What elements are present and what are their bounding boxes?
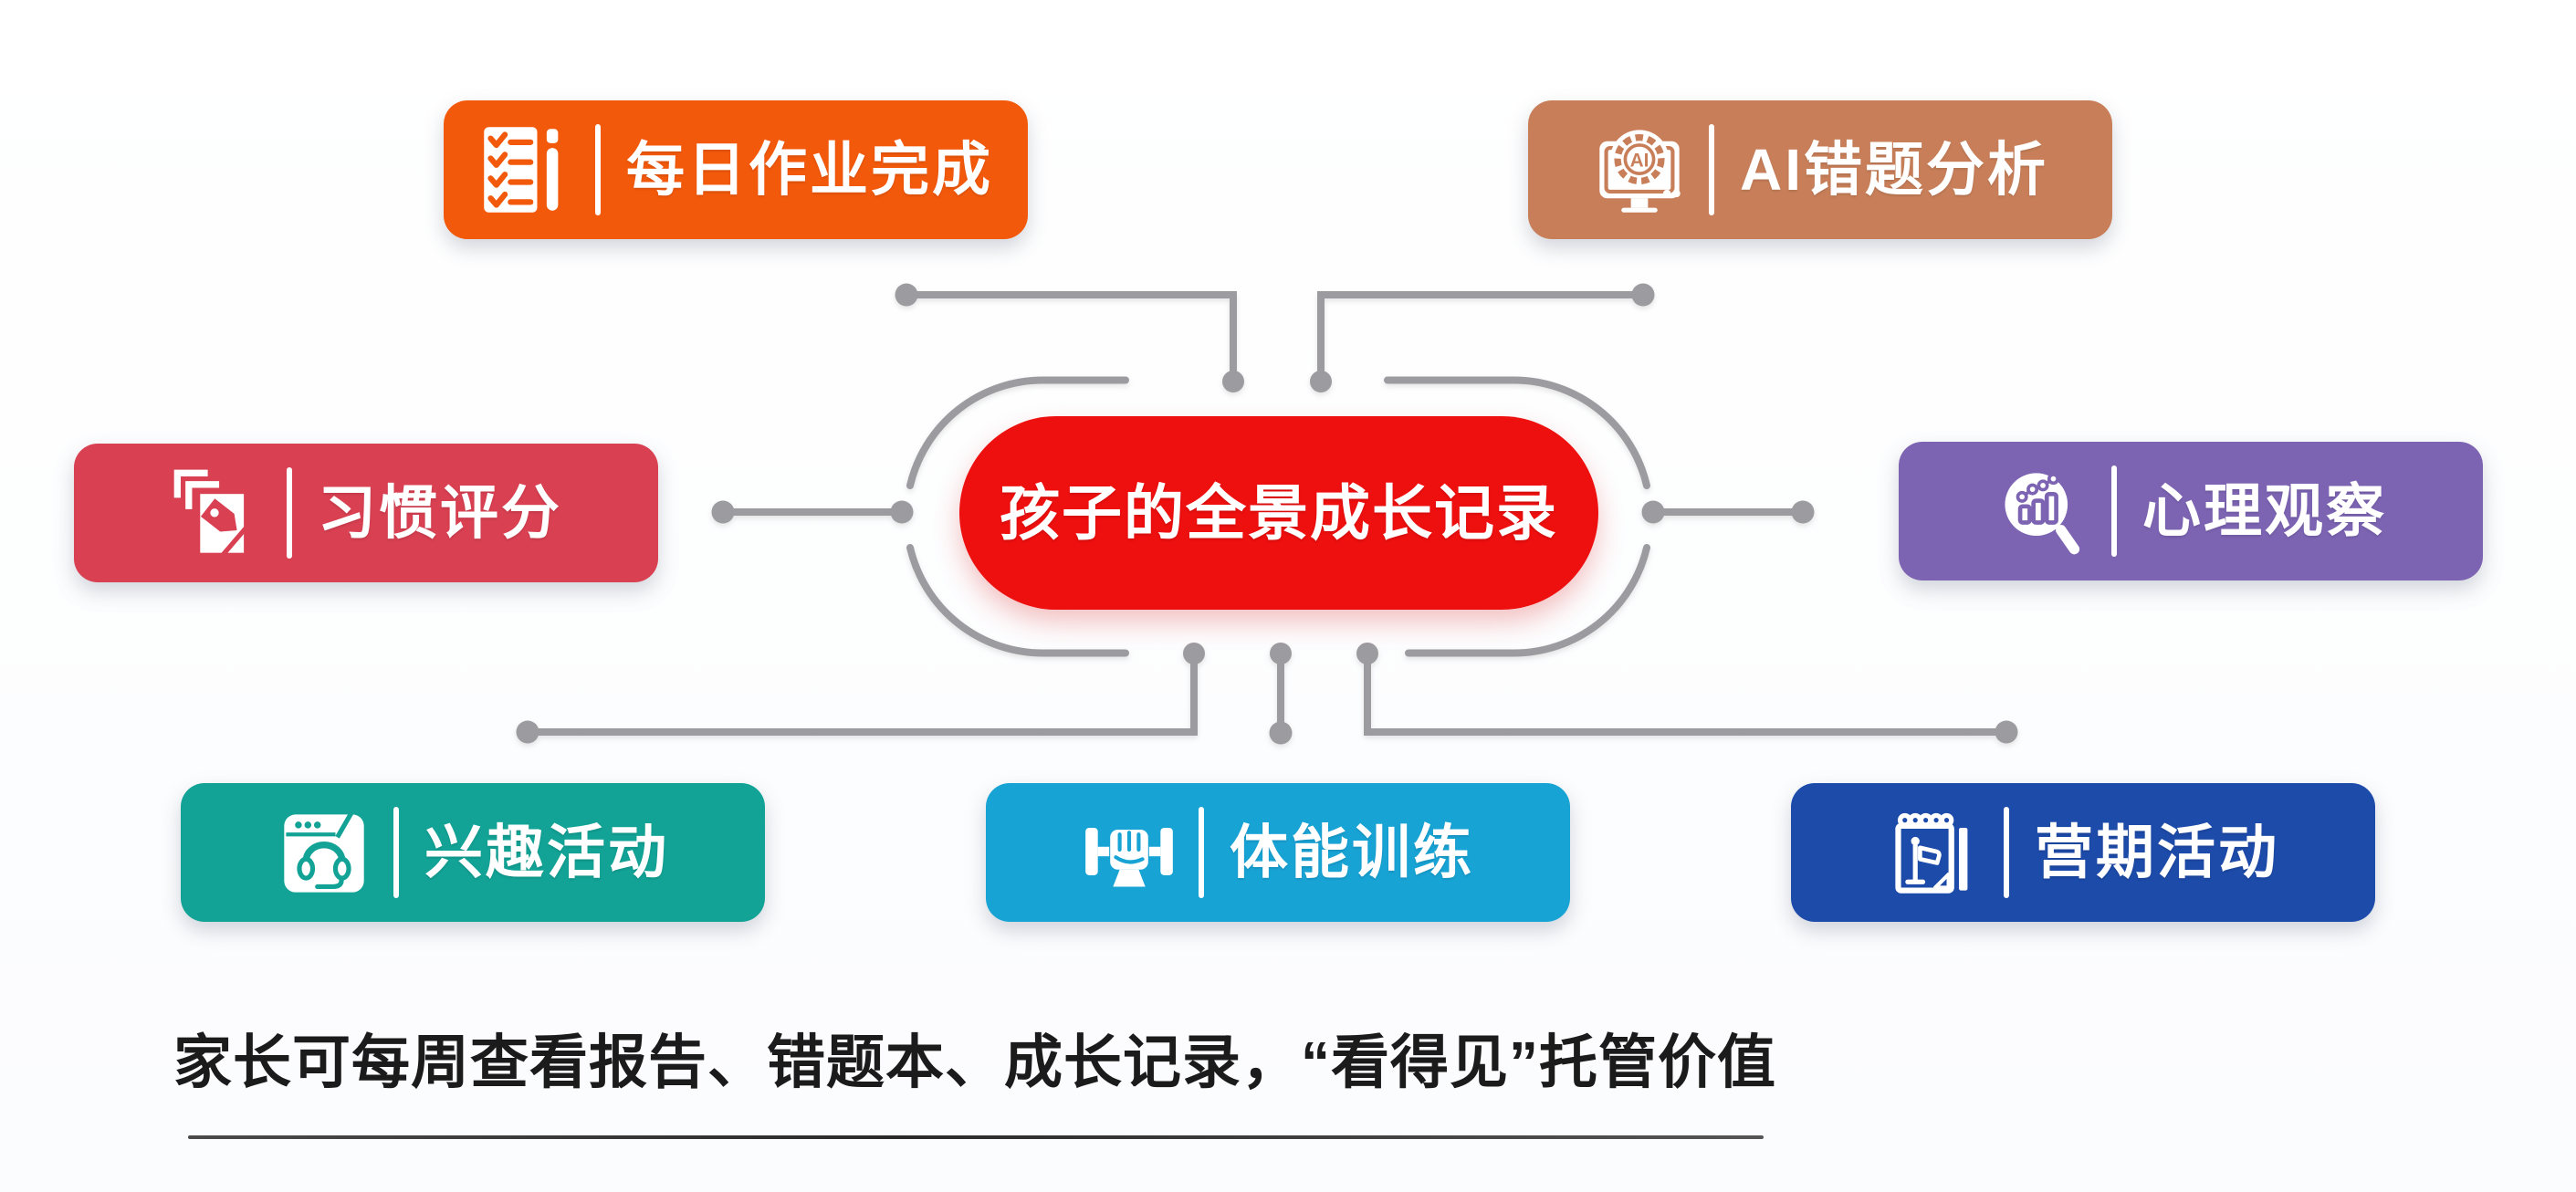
node-label: AI错题分析 [1740,137,2048,203]
flag-calendar-icon [1887,805,1982,900]
node-divider [1709,124,1714,215]
node-habit-score: 习惯评分 [74,444,658,582]
headset-window-icon [277,805,372,900]
node-divider [287,467,292,559]
node-psych-observation: 心理观察 [1899,442,2483,580]
node-daily-homework: 每日作业完成 [444,100,1028,239]
connector-top-left [895,283,1244,392]
magnifier-chart-icon [1995,464,2089,559]
node-label: 每日作业完成 [626,137,993,203]
connector-bottom-center [1269,643,1293,745]
connector-right [1641,500,1815,524]
node-divider [2111,465,2117,557]
node-interest-activities: 兴趣活动 [181,783,765,922]
checklist-pen-icon [478,122,573,217]
node-physical-training: 体能训练 [986,783,1570,922]
node-camp-activities: 营期活动 [1791,783,2375,922]
fist-dumbbell-icon [1082,805,1177,900]
center-node-label: 孩子的全景成长记录 [1000,479,1558,547]
node-label: 兴趣活动 [424,820,669,885]
node-divider [1199,807,1204,898]
node-divider [393,807,399,898]
caption-text: 家长可每周查看报告、错题本、成长记录，“看得见”托管价值 [173,1030,1776,1095]
node-divider [595,124,601,215]
caption-underline [188,1135,1764,1139]
ai-monitor-icon: AI [1592,122,1687,217]
center-node: 孩子的全景成长记录 [959,416,1598,610]
connector-left [711,500,914,524]
node-divider [2004,807,2009,898]
connector-bottom-right [1356,643,2018,744]
node-ai-mistake-analysis: AI AI错题分析 [1528,100,2112,239]
tagged-pages-icon [170,465,265,560]
node-label: 营期活动 [2035,820,2279,885]
center-ring [906,376,1650,657]
svg-text:AI: AI [1630,150,1649,171]
node-label: 体能训练 [1230,820,1474,885]
node-label: 心理观察 [2142,478,2387,544]
connector-bottom-left [516,643,1205,744]
connector-top-right [1310,283,1655,392]
node-label: 习惯评分 [318,480,562,546]
